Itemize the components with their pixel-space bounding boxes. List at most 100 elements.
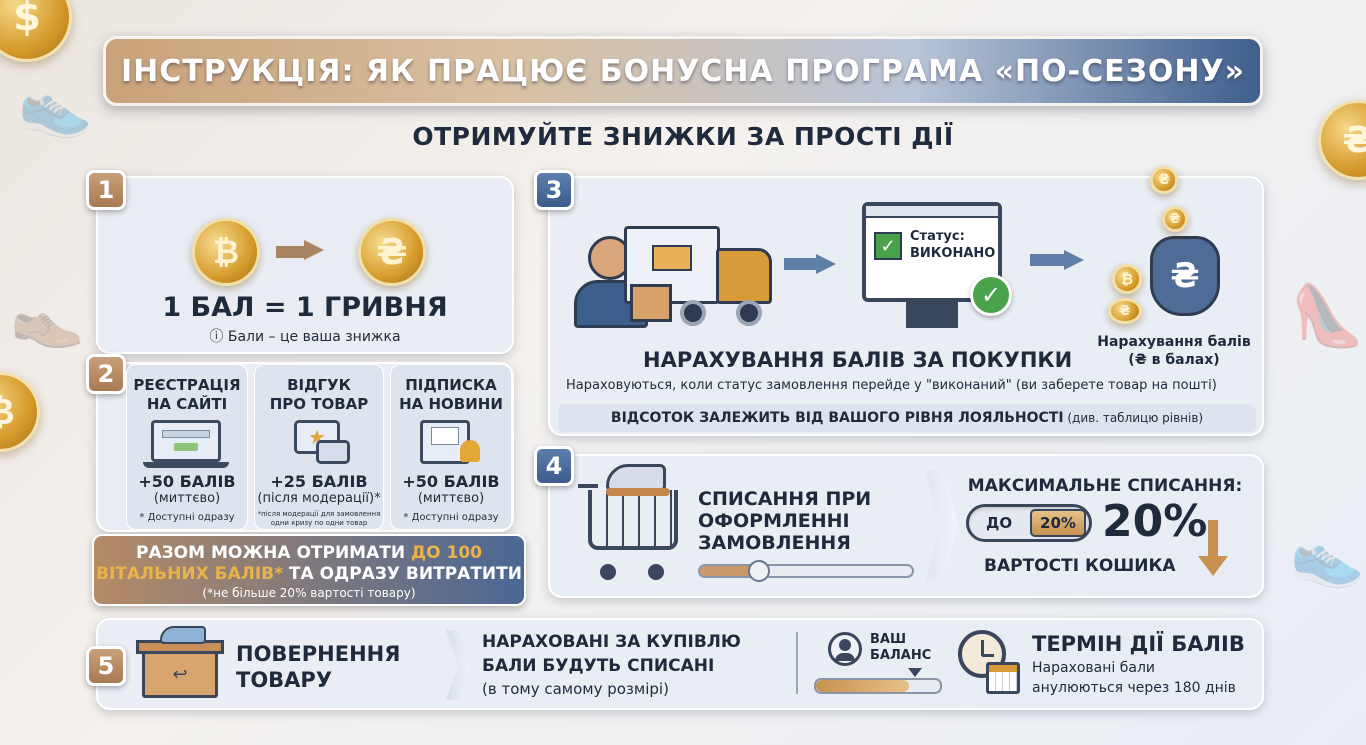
summary-part-d: ТА ОДРАЗУ ВИТРАТИТИ [283,564,522,584]
step5-badge: 5 [86,646,126,686]
return-label-line2: ТОВАРУ [236,668,333,692]
writeoff-label-line1: СПИСАННЯ ПРИ [698,488,872,510]
background-coin-icon: $ [0,0,72,62]
review-title-line2: ПРО ТОВАР [269,395,369,413]
registration-points: +50 БАЛІВ [138,472,236,491]
arrow-right-icon [276,246,306,258]
down-arrow-head-icon [1198,556,1228,576]
hryvnia-coin-icon: ₴ [358,218,426,286]
registration-when: (миттєво) [153,491,221,506]
step5-panel [96,618,1264,710]
summary-part-a: РАЗОМ МОЖНА ОТРИМАТИ [135,543,411,563]
return-explain-line3: (в тому самому розмірі) [482,680,669,698]
loyalty-footer-normal: (див. таблицю рівнів) [1063,411,1204,425]
monitor-stand [906,302,958,328]
background-shoe-icon: 👟 [1290,521,1365,591]
return-box-icon: ↩ [142,650,218,698]
money-bag-icon: ₴ [1150,236,1220,316]
truck-wheel-icon [736,300,762,326]
truck-wheel-icon [680,300,706,326]
background-shoe-icon: 👟 [18,71,93,141]
registration-title-line1: РЕЄСТРАЦІЯ [133,376,241,394]
newsletter-note: * Доступні одразу [403,512,499,523]
step1-panel [96,176,514,354]
newsletter-title-line1: ПІДПИСКА [405,376,497,394]
title-banner: ІНСТРУКЦІЯ: ЯК ПРАЦЮЄ БОНУСНА ПРОГРАМА «… [103,36,1263,106]
user-avatar-icon [828,632,862,666]
step2-badge: 2 [86,354,126,394]
points-expiry-line1: Нараховані бали [1032,660,1156,676]
points-expiry-title: ТЕРМІН ДІЇ БАЛІВ [1032,632,1245,656]
coin-stack-icon: ₴ [1108,298,1142,324]
limit-pill-value-box [1030,509,1086,537]
section-divider [796,632,798,694]
return-explain-line1: НАРАХОВАНІ ЗА КУПІВЛЮ [482,632,741,652]
bonus-coin-icon: ₿ [192,218,260,286]
check-circle-icon: ✓ [970,274,1012,316]
max-writeoff-title: МАКСИМАЛЬНЕ СПИСАННЯ: [967,476,1243,496]
cart-wheel-icon [648,564,664,580]
balance-label-line2: БАЛАНС [870,648,932,663]
registration-note: * Доступні одразу [139,512,235,523]
points-expiry-line2: анулюються через 180 днів [1032,680,1236,696]
laptop-icon [151,420,221,462]
loyalty-footer-bold: ВІДСОТОК ЗАЛЕЖИТЬ ВІД ВАШОГО РІВНЯ ЛОЯЛЬ… [610,410,1064,426]
page-title: ІНСТРУКЦІЯ: ЯК ПРАЦЮЄ БОНУСНА ПРОГРАМА «… [120,53,1246,89]
status-label: Статус: [910,229,965,244]
limit-pill-value: 20% [1040,514,1076,532]
bell-icon [460,440,480,462]
coin-stack-icon: ₿ [1112,264,1142,294]
cart-handle [578,484,598,488]
arrow-right-icon [1030,254,1066,266]
registration-title-line2: НА САЙТІ [146,395,228,413]
summary-note: (*не більше 20% вартості товару) [202,586,416,600]
review-points: +25 БАЛІВ [270,472,368,491]
review-title-line1: ВІДГУК [287,376,351,394]
calendar-icon [986,662,1020,694]
laptop-base [143,462,229,468]
review-note-line2: одни кризу по одни товар [270,519,368,527]
background-shoe-icon: 👠 [1290,281,1365,351]
step4-badge: 4 [534,446,574,486]
balance-bar-fill [816,680,909,692]
review-icon-bubble [316,440,350,464]
shopping-cart-icon [588,490,678,550]
status-checkbox-icon: ✓ [874,232,902,260]
points-note-text: Бали – це ваша знижка [227,329,401,345]
accrual-headline: НАРАХУВАННЯ БАЛІВ ЗА ПОКУПКИ [643,348,1073,372]
truck-cab [716,248,772,304]
background-coin-icon: ₿ [0,372,40,452]
writeoff-label-line3: ЗАМОВЛЕННЯ [698,532,851,554]
review-note: *після модерації для замовлення [257,510,381,518]
shoe-sole [606,488,670,496]
falling-coin-icon: ₴ [1150,166,1178,194]
summary-line2: ВІТАЛЬНИХ БАЛІВ* ТА ОДРАЗУ ВИТРАТИТИ [96,564,522,584]
cart-wheel-icon [600,564,616,580]
step1-badge: 1 [86,170,126,210]
falling-coin-icon: ₴ [1162,206,1188,232]
points-note: ⓘ Бали – це ваша знижка [110,326,500,346]
page-subtitle: ОТРИМУЙТЕ ЗНИЖКИ ЗА ПРОСТІ ДІЇ [412,122,954,151]
welcome-bonus-summary [92,534,526,606]
down-arrow-icon [1208,520,1218,560]
bag-caption-line2: (₴ в балах) [1128,352,1220,368]
bag-caption-line1: Нарахування балів [1097,334,1251,350]
step3-badge: 3 [534,170,574,210]
arrow-head-icon [1064,250,1084,270]
writeoff-slider-handle[interactable] [748,560,770,582]
points-equals-hryvnia: 1 БАЛ = 1 ГРИВНЯ [162,292,448,323]
return-label-line1: ПОВЕРНЕННЯ [236,642,401,666]
info-icon: ⓘ [209,329,224,345]
loyalty-footer-text: ВІДСОТОК ЗАЛЕЖИТЬ ВІД ВАШОГО РІВНЯ ЛОЯЛЬ… [558,410,1256,426]
arrow-head-icon [304,240,324,260]
balance-label-line1: ВАШ [870,632,907,647]
loyalty-footer [558,404,1256,432]
newsletter-when: (миттєво) [417,491,485,506]
writeoff-slider-fill [700,566,758,576]
accrual-description: Нараховуються, коли статус замовлення пе… [566,378,1217,393]
balance-caret-icon [908,668,922,677]
delivery-truck-icon [624,226,720,304]
returned-shoe-icon [160,626,206,644]
limit-pill-prefix: ДО [986,514,1013,532]
writeoff-label-line2: ОФОРМЛЕННІ [698,510,850,532]
